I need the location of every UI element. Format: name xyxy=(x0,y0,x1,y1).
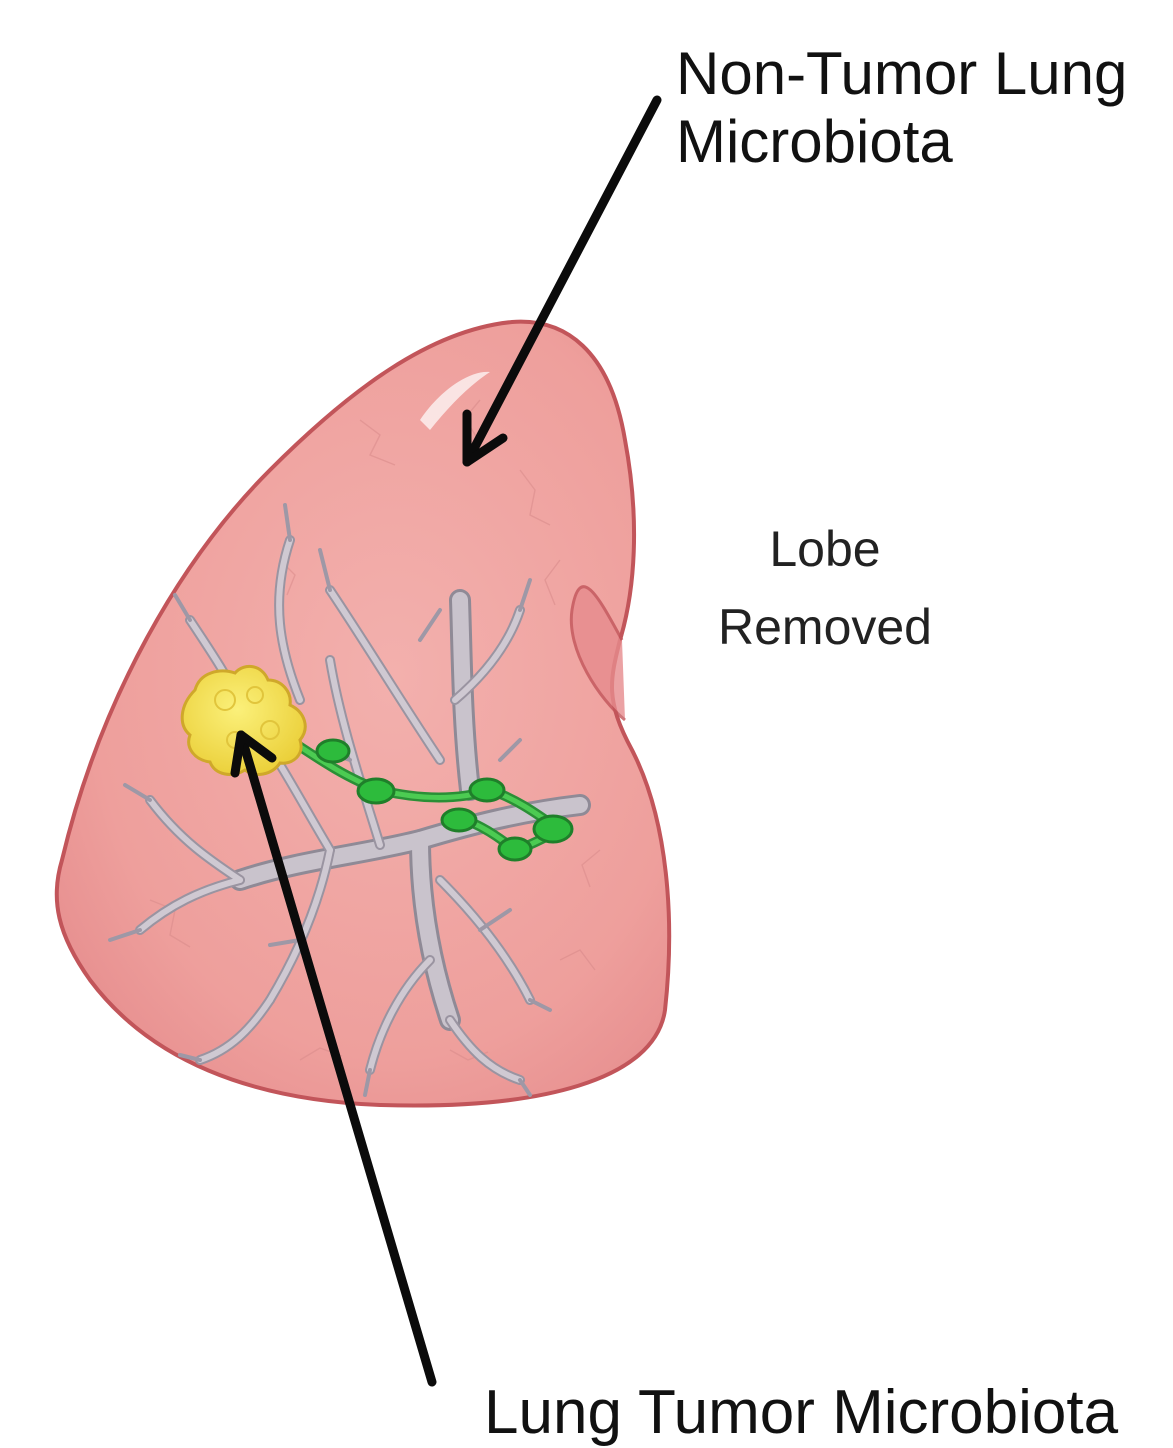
lung-tumor-microbiota-label: Lung Tumor Microbiota xyxy=(484,1378,1118,1448)
non-tumor-label-line1: Non-Tumor Lung xyxy=(676,40,1127,108)
lobe-removed-label: Lobe Removed xyxy=(690,510,960,666)
lobe-label-line1: Lobe xyxy=(690,510,960,588)
non-tumor-lung-microbiota-label: Non-Tumor Lung Microbiota xyxy=(676,40,1127,176)
lung-lobe-icon xyxy=(57,322,669,1106)
non-tumor-label-line2: Microbiota xyxy=(676,108,1127,176)
lobe-label-line2: Removed xyxy=(690,588,960,666)
